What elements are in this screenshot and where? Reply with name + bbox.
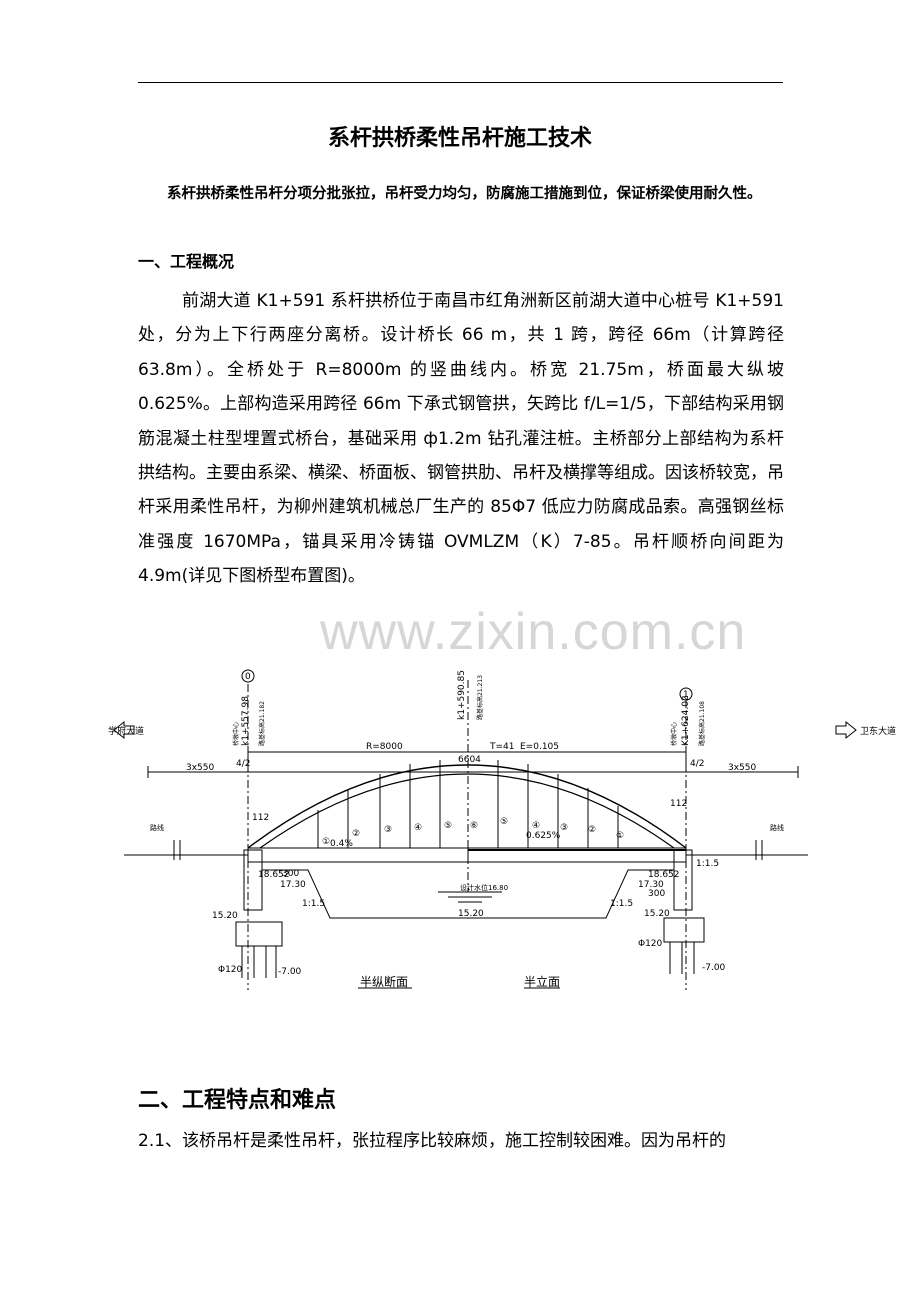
- half-gap-right: 4/2: [690, 759, 704, 769]
- elev-left: 路基标高21.182: [258, 701, 266, 746]
- slope-ratio-right-2: 1:1.5: [696, 859, 719, 869]
- pile-diameter-right: Φ120: [638, 939, 663, 949]
- hanger-left-5: ⑤: [444, 821, 452, 831]
- half-gap-left: 4/2: [236, 759, 250, 769]
- bed-elevation: 15.20: [458, 909, 484, 919]
- station-right-note: 桥墩中心: [670, 722, 678, 746]
- half-section-label: 半纵断面: [360, 974, 408, 989]
- station-right: K1+624.02: [681, 695, 691, 746]
- pile-diameter-left: Φ120: [218, 965, 243, 975]
- slope-ratio-left: 1:1.5: [302, 899, 325, 909]
- hanger-left-3: ③: [384, 825, 392, 835]
- elev-18652-left: 18.652: [258, 870, 290, 880]
- station-mid: k1+590.85: [457, 670, 467, 720]
- section1-heading: 一、工程概况: [138, 252, 235, 271]
- curve-r: R=8000: [366, 742, 403, 752]
- half-elevation-label: 半立面: [524, 974, 560, 989]
- elev-18652-right: 18.652: [648, 870, 680, 880]
- dim-300-right: 300: [648, 889, 665, 899]
- arch-rib-outer: [247, 764, 687, 849]
- dim-112-right: 112: [670, 799, 687, 809]
- span-side-left: 3x550: [186, 763, 215, 773]
- pile-bottom-right: -7.00: [702, 963, 726, 973]
- hanger-left-2: ②: [352, 829, 360, 839]
- section2-heading: 二、工程特点和难点: [138, 1088, 337, 1113]
- header-rule: [138, 82, 783, 83]
- elev-1730-left: 17.30: [280, 880, 306, 890]
- abstract: 系杆拱桥柔性吊杆分项分批张拉，吊杆受力均匀，防腐施工措施到位，保证桥梁使用耐久性…: [167, 186, 762, 202]
- axis-left-number: 0: [245, 672, 251, 682]
- left-road-label: 学府大道: [108, 725, 144, 737]
- right-road-label: 卫东大道: [860, 725, 896, 737]
- bridge-layout-drawing: 学府大道 卫东大道 0 1 k1+557.98 桥墩中心 路基标高21.182 …: [108, 660, 920, 1000]
- right-road-arrow: [835, 720, 857, 740]
- hanger-right-1: ①: [616, 831, 624, 841]
- water-level: 设计水位16.80: [460, 883, 508, 892]
- pile-top-left: 15.20: [212, 911, 238, 921]
- dim-300-left: 300: [282, 869, 299, 879]
- road-label-right: 路线: [770, 823, 784, 832]
- hanger-right-5: ⑤: [500, 817, 508, 827]
- left-abutment: [243, 849, 263, 911]
- hanger-right-6: ⑥: [470, 821, 478, 831]
- section1-paragraph: 前湖大道 K1+591 系杆拱桥位于南昌市红角洲新区前湖大道中心桩号 K1+59…: [138, 291, 784, 587]
- hanger-left-1: ①: [322, 837, 330, 847]
- elev-mid: 路基标高21.213: [476, 675, 484, 720]
- right-abutment: [673, 849, 693, 911]
- dim-112-left: 112: [252, 813, 269, 823]
- span-total: 6604: [458, 755, 481, 765]
- slope-ratio-right: 1:1.5: [610, 899, 633, 909]
- hanger-right-3: ③: [560, 823, 568, 833]
- curve-e: E=0.105: [520, 742, 559, 752]
- road-label-left: 路线: [150, 823, 164, 832]
- bridge-drawing-svg: 学府大道 卫东大道 0 1 k1+557.98 桥墩中心 路基标高21.182 …: [108, 669, 896, 990]
- slope-right: 0.625%: [526, 831, 561, 841]
- slope-left: 0.4%: [330, 839, 353, 849]
- span-side-right: 3x550: [728, 763, 757, 773]
- elev-1730-right: 17.30: [638, 880, 664, 890]
- hanger-right-2: ②: [588, 825, 596, 835]
- axis-right-number: 1: [683, 690, 689, 700]
- document-title: 系杆拱桥柔性吊杆施工技术: [327, 126, 592, 151]
- station-left-note: 桥墩中心: [232, 722, 240, 746]
- curve-t: T=41: [489, 742, 515, 752]
- pile-bottom-left: -7.00: [278, 967, 302, 977]
- watermark: www.zixin.com.cn: [320, 603, 747, 661]
- hanger-right-4: ④: [532, 821, 540, 831]
- pile-top-right: 15.20: [644, 909, 670, 919]
- station-left: k1+557.98: [241, 696, 251, 746]
- tie-beam-left: [247, 847, 469, 863]
- section2-paragraph: 2.1、该桥吊杆是柔性吊杆，张拉程序比较麻烦，施工控制较困难。因为吊杆的: [138, 1131, 727, 1151]
- elev-right: 路基标高21.108: [698, 701, 706, 746]
- left-road-arrow: [113, 720, 135, 740]
- tie-beam-right: [467, 847, 687, 863]
- hanger-left-4: ④: [414, 823, 422, 833]
